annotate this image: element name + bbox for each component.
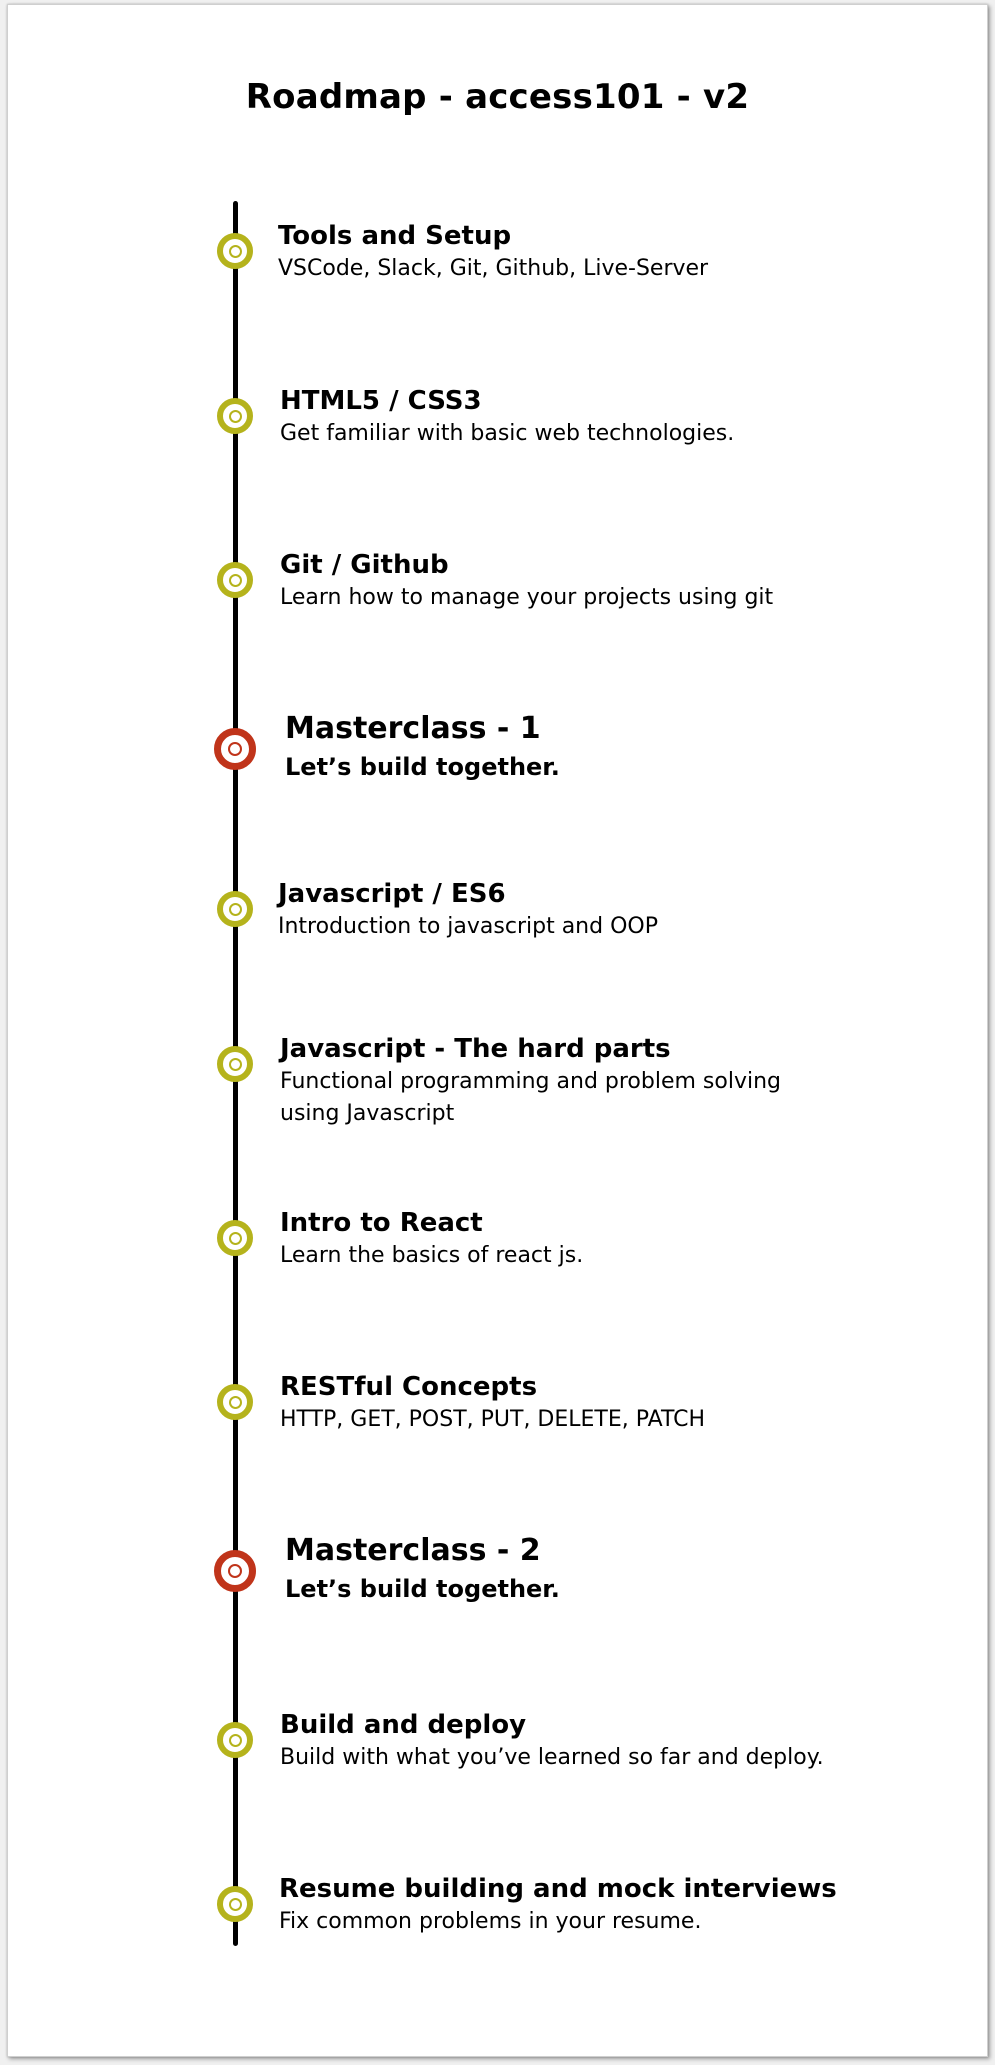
roadmap-page: Roadmap - access101 - v2 Tools and Setup… <box>7 4 988 2057</box>
milestone-description: Let’s build together. <box>285 1575 560 1603</box>
milestone-heading: HTML5 / CSS3 <box>280 386 482 416</box>
marker-center-dot <box>228 1564 242 1578</box>
milestone-heading: RESTful Concepts <box>280 1372 538 1402</box>
milestone-description: Functional programming and problem solvi… <box>280 1069 781 1094</box>
milestone-description: using Javascript <box>280 1101 455 1126</box>
milestone-heading: Masterclass - 1 <box>285 711 541 746</box>
milestone-marker-icon <box>217 1220 253 1256</box>
marker-center-dot <box>229 1396 242 1409</box>
milestone-heading: Git / Github <box>280 550 449 580</box>
milestone-marker-icon <box>217 1046 253 1082</box>
milestone-heading: Resume building and mock interviews <box>279 1874 837 1904</box>
masterclass-marker-icon <box>214 1550 256 1592</box>
milestone-heading: Javascript / ES6 <box>278 879 506 909</box>
marker-center-dot <box>229 1898 242 1911</box>
milestone-marker-icon <box>217 891 253 927</box>
milestone-heading: Intro to React <box>280 1208 483 1238</box>
marker-center-dot <box>229 410 242 423</box>
milestone-marker-icon <box>217 233 253 269</box>
milestone-description: HTTP, GET, POST, PUT, DELETE, PATCH <box>280 1407 706 1432</box>
marker-center-dot <box>229 903 242 916</box>
marker-center-dot <box>229 1058 242 1071</box>
milestone-description: Fix common problems in your resume. <box>279 1909 702 1934</box>
milestone-marker-icon <box>217 1384 253 1420</box>
milestone-heading: Masterclass - 2 <box>285 1533 541 1568</box>
page-title: Roadmap - access101 - v2 <box>245 77 750 117</box>
marker-center-dot <box>229 1734 242 1747</box>
milestone-heading: Build and deploy <box>280 1710 527 1740</box>
milestone-marker-icon <box>217 1886 253 1922</box>
milestone-description: Get familiar with basic web technologies… <box>280 421 735 446</box>
milestone-marker-icon <box>217 398 253 434</box>
milestone-description: Introduction to javascript and OOP <box>278 914 658 939</box>
milestone-entry: Masterclass - 2 Let’s build together. <box>285 1532 560 1606</box>
milestone-description: Learn how to manage your projects using … <box>280 585 774 610</box>
milestone-heading: Tools and Setup <box>278 221 512 251</box>
milestone-description: Build with what you’ve learned so far an… <box>280 1745 824 1770</box>
milestone-marker-icon <box>217 1722 253 1758</box>
marker-center-dot <box>229 1232 242 1245</box>
milestone-description: Let’s build together. <box>285 753 560 781</box>
milestone-marker-icon <box>217 562 253 598</box>
marker-center-dot <box>228 742 242 756</box>
milestone-heading: Javascript - The hard parts <box>280 1034 671 1064</box>
marker-center-dot <box>229 245 242 258</box>
masterclass-marker-icon <box>214 728 256 770</box>
milestone-description: VSCode, Slack, Git, Github, Live-Server <box>278 256 709 281</box>
milestone-description: Learn the basics of react js. <box>280 1243 584 1268</box>
marker-center-dot <box>229 574 242 587</box>
milestone-entry: Masterclass - 1 Let’s build together. <box>285 710 560 784</box>
